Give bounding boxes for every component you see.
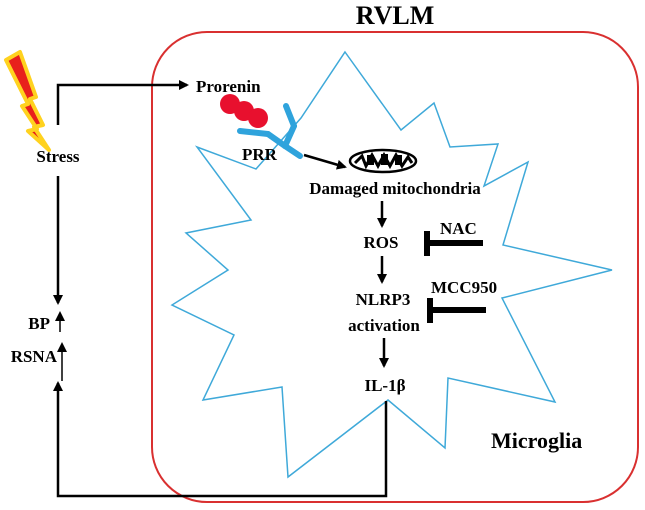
prorenin-molecule [220, 94, 268, 128]
rvlm-region [151, 31, 639, 503]
mitochondria-icon [348, 148, 418, 174]
prr-label: PRR [242, 145, 278, 164]
bp-label: BP [28, 314, 50, 333]
microglia-label: Microglia [491, 428, 582, 453]
stress-label: Stress [36, 147, 80, 166]
damaged-mitochondria-label: Damaged mitochondria [309, 179, 481, 198]
stress-to-prorenin-arrow [56, 80, 189, 125]
nac-label: NAC [440, 219, 477, 238]
prr-to-mito-arrow [303, 153, 347, 170]
nac-inhibition-bar [424, 231, 483, 256]
microglia-cell-outline [170, 50, 613, 479]
rsna-label: RSNA [11, 347, 58, 366]
activation-label: activation [348, 316, 420, 335]
lightning-bolt-icon [4, 50, 51, 152]
nlrp3-label: NLRP3 [356, 290, 411, 309]
il1b-to-rsna-feedback-arrow [53, 381, 388, 498]
ros-label: ROS [364, 233, 399, 252]
il1b-label: IL-1β [364, 376, 405, 395]
mcc950-label: MCC950 [431, 278, 497, 297]
rvlm-title: RVLM [356, 1, 435, 30]
prr-receptor-icon [237, 103, 303, 159]
prorenin-label: Prorenin [196, 77, 261, 96]
mcc950-inhibition-bar [427, 298, 486, 323]
